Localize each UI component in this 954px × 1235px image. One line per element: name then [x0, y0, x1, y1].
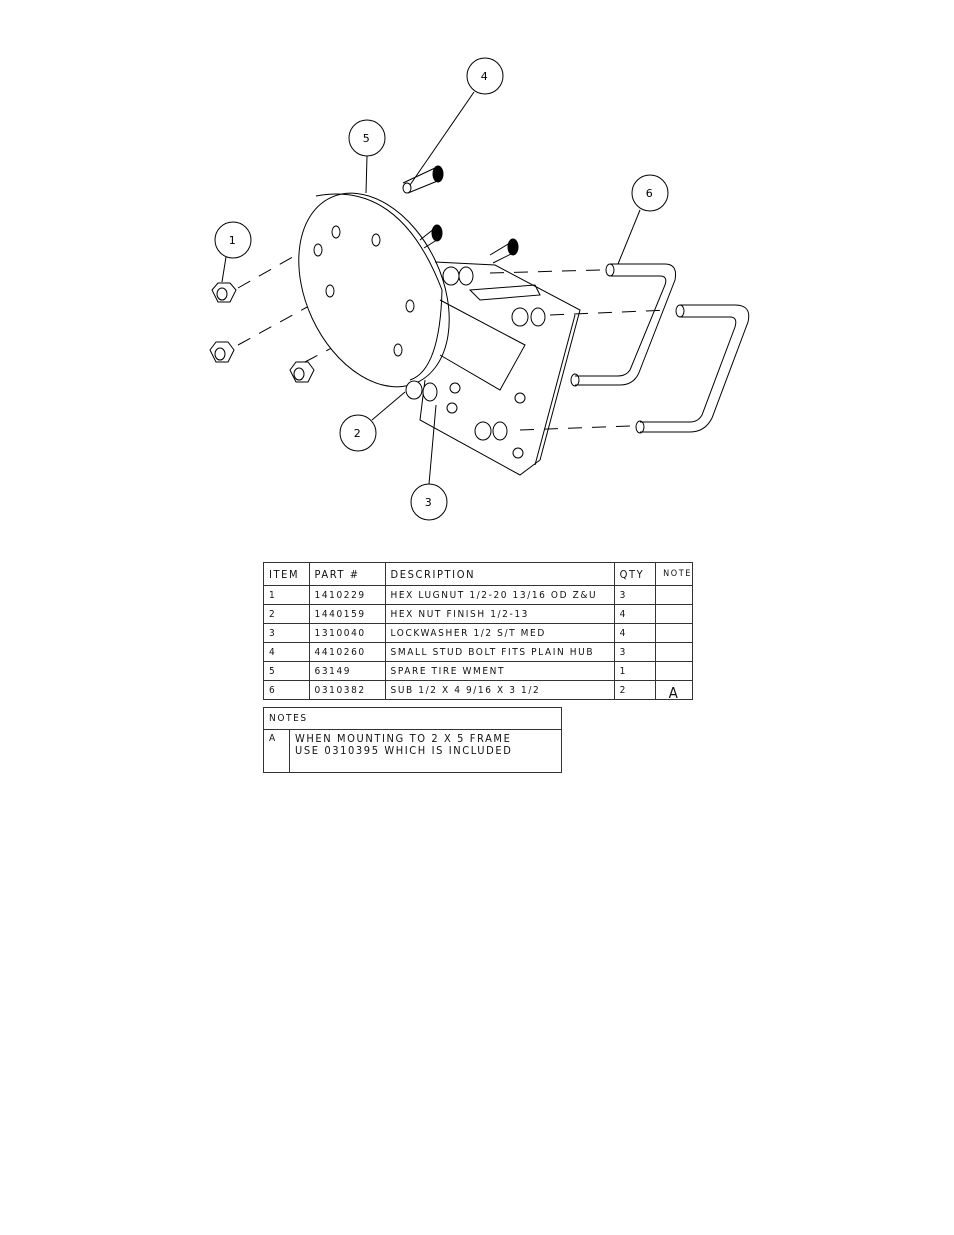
- cell-note: [655, 585, 693, 605]
- cell-description: HEX LUGNUT 1/2-20 13/16 OD Z&U: [384, 585, 615, 605]
- balloon-6: 6: [631, 174, 669, 212]
- cell-part: 0310382: [308, 680, 386, 700]
- leader-lines: [221, 91, 641, 485]
- mounting-bracket: [419, 261, 581, 476]
- svg-text:6: 6: [646, 187, 655, 200]
- balloon-5: 5: [348, 119, 386, 157]
- cell-part: 1440159: [308, 604, 386, 624]
- balloon-3: 3: [410, 483, 448, 521]
- cell-item: 4: [263, 642, 310, 662]
- cell-part: 1310040: [308, 623, 386, 643]
- cell-description: SPARE TIRE WMENT: [384, 661, 615, 681]
- cell-item: 1: [263, 585, 310, 605]
- cell-qty: 2: [613, 680, 657, 700]
- cell-note: [655, 661, 693, 681]
- cell-note: A: [655, 680, 693, 701]
- header-qty: QTY: [613, 562, 657, 586]
- cell-item: 6: [263, 680, 310, 700]
- header-item: ITEM: [263, 562, 310, 586]
- table-header-row: ITEM PART # DESCRIPTION QTY NOTE: [263, 562, 693, 586]
- note-text: WHEN MOUNTING TO 2 X 5 FRAME USE 0310395…: [289, 729, 562, 773]
- cell-part: 4410260: [308, 642, 386, 662]
- note-key: A: [263, 729, 290, 773]
- cell-description: HEX NUT FINISH 1/2-13: [384, 604, 615, 624]
- svg-text:1: 1: [229, 234, 238, 247]
- cell-description: SMALL STUD BOLT FITS PLAIN HUB: [384, 642, 615, 662]
- cell-note: [655, 642, 693, 662]
- cell-description: LOCKWASHER 1/2 S/T MED: [384, 623, 615, 643]
- cell-part: 1410229: [308, 585, 386, 605]
- svg-text:4: 4: [481, 70, 490, 83]
- cell-item: 2: [263, 604, 310, 624]
- note-line-1: WHEN MOUNTING TO 2 X 5 FRAME: [295, 732, 512, 745]
- header-note: NOTE: [655, 562, 693, 586]
- notes-table: NOTES A WHEN MOUNTING TO 2 X 5 FRAME USE…: [263, 707, 562, 773]
- cell-qty: 4: [613, 604, 657, 624]
- notes-title: NOTES: [263, 707, 562, 730]
- balloon-2: 2: [339, 414, 377, 452]
- svg-text:2: 2: [354, 427, 363, 440]
- u-bolts: [570, 263, 750, 434]
- svg-text:3: 3: [425, 496, 434, 509]
- cell-part: 63149: [308, 661, 386, 681]
- cell-qty: 3: [613, 585, 657, 605]
- cell-qty: 4: [613, 623, 657, 643]
- cell-note: [655, 623, 693, 643]
- cell-qty: 3: [613, 642, 657, 662]
- cell-qty: 1: [613, 661, 657, 681]
- cell-item: 5: [263, 661, 310, 681]
- hex-nuts: [209, 266, 546, 441]
- cell-description: SUB 1/2 X 4 9/16 X 3 1/2: [384, 680, 615, 700]
- svg-text:5: 5: [363, 132, 372, 145]
- cell-item: 3: [263, 623, 310, 643]
- header-description: DESCRIPTION: [384, 562, 615, 586]
- balloon-1: 1: [214, 221, 252, 259]
- header-part: PART #: [308, 562, 386, 586]
- exploded-assembly-drawing: 4 5 1 6 2 3: [209, 57, 750, 521]
- balloon-4: 4: [466, 57, 504, 95]
- note-line-2: USE 0310395 WHICH IS INCLUDED: [295, 744, 513, 757]
- stud-bolts: [402, 165, 519, 264]
- cell-note: [655, 604, 693, 624]
